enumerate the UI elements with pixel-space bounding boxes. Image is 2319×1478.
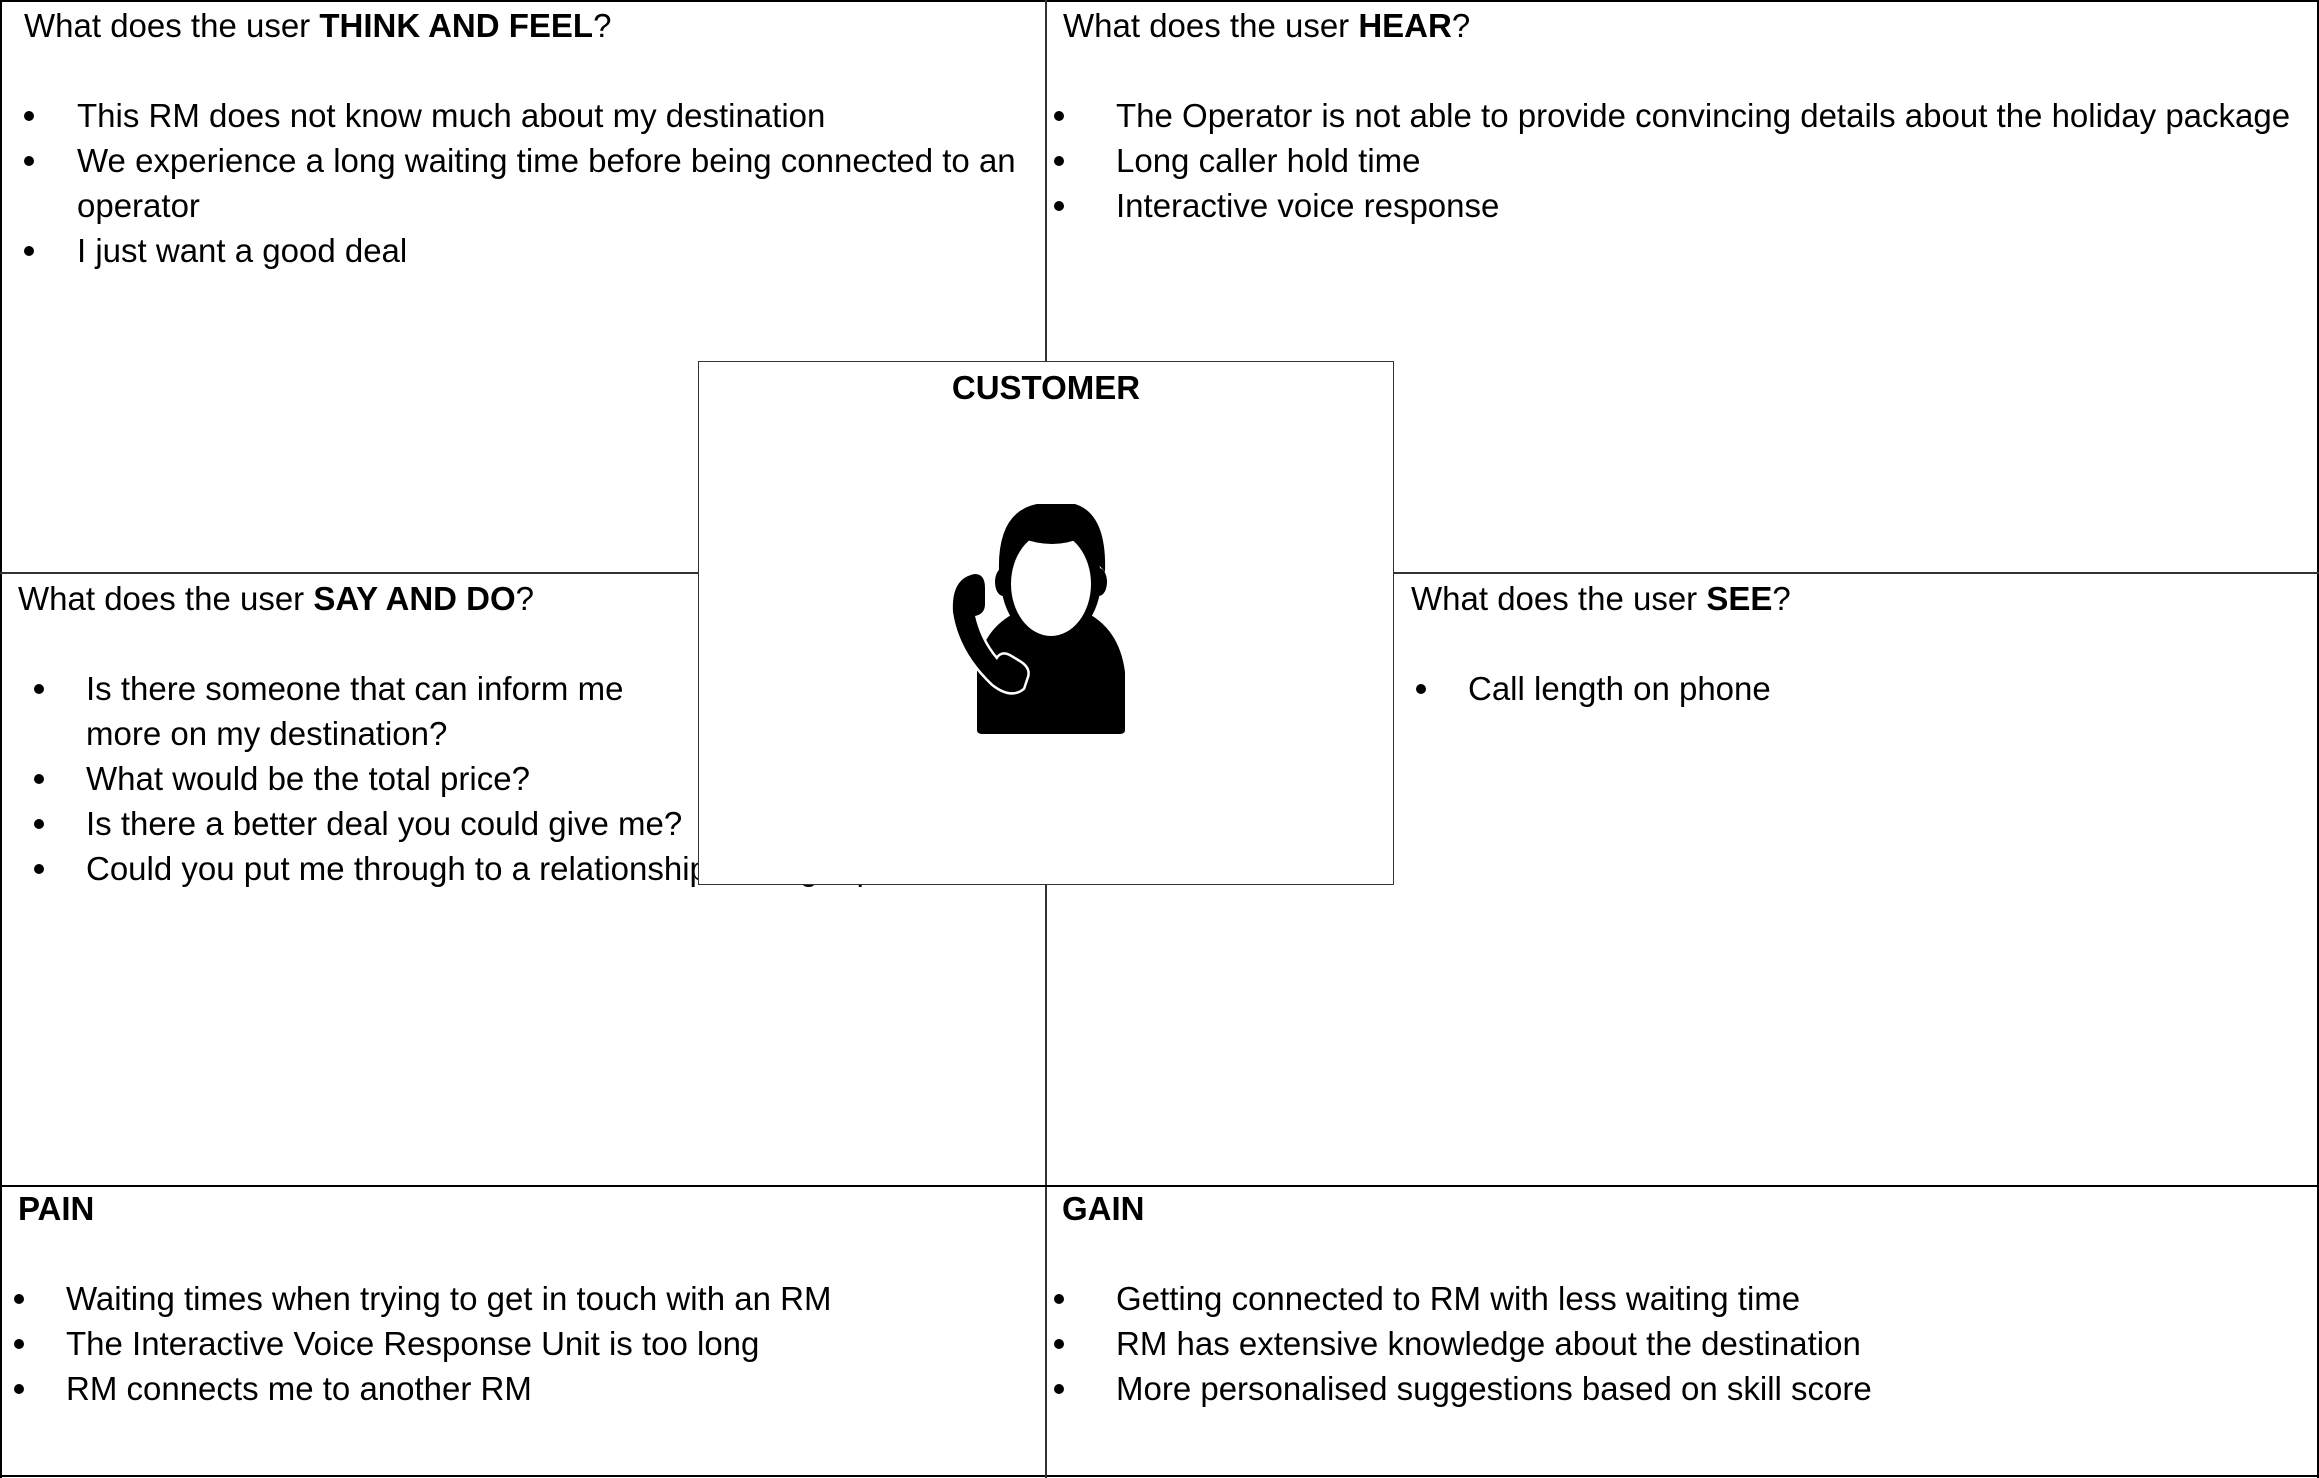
divider-horizontal-bottom xyxy=(0,1185,2319,1187)
list-item: This RM does not know much about my dest… xyxy=(24,93,1034,138)
list-item: Is there a better deal you could give me… xyxy=(34,801,706,846)
border-left xyxy=(0,0,2,1478)
hear-heading: What does the user HEAR? xyxy=(1063,7,1471,44)
gain-section: GAIN Getting connected to RM with less w… xyxy=(1054,1186,2312,1411)
list-item: RM connects me to another RM xyxy=(14,1366,1028,1411)
list-item: I just want a good deal xyxy=(24,228,1034,273)
gain-heading: GAIN xyxy=(1062,1190,1145,1227)
list-item: Interactive voice response xyxy=(1054,183,2312,228)
list-item: What would be the total price? xyxy=(34,756,706,801)
list-item: We experience a long waiting time before… xyxy=(24,138,1034,228)
customer-box: CUSTOMER xyxy=(698,361,1394,885)
pain-list: Waiting times when trying to get in touc… xyxy=(14,1276,1028,1411)
see-section: What does the user SEE? Call length on p… xyxy=(1411,576,2301,711)
list-item: The Interactive Voice Response Unit is t… xyxy=(14,1321,1028,1366)
gain-list: Getting connected to RM with less waitin… xyxy=(1054,1276,2312,1411)
hear-list: The Operator is not able to provide conv… xyxy=(1054,93,2312,228)
list-item: Getting connected to RM with less waitin… xyxy=(1054,1276,2312,1321)
hear-section: What does the user HEAR? The Operator is… xyxy=(1054,3,2312,228)
list-item: Waiting times when trying to get in touc… xyxy=(14,1276,1028,1321)
list-item: More personalised suggestions based on s… xyxy=(1054,1366,2312,1411)
pain-heading: PAIN xyxy=(18,1190,95,1227)
pain-section: PAIN Waiting times when trying to get in… xyxy=(14,1186,1028,1411)
list-item: Call length on phone xyxy=(1416,666,2301,711)
list-item: Long caller hold time xyxy=(1054,138,2312,183)
see-list: Call length on phone xyxy=(1416,666,2301,711)
see-heading: What does the user SEE? xyxy=(1411,580,1791,617)
border-bottom xyxy=(0,1475,2319,1477)
say-and-do-heading: What does the user SAY AND DO? xyxy=(18,580,535,617)
border-right xyxy=(2317,0,2319,1478)
list-item: RM has extensive knowledge about the des… xyxy=(1054,1321,2312,1366)
think-and-feel-list: This RM does not know much about my dest… xyxy=(24,93,1034,273)
border-top xyxy=(0,0,2319,2)
think-and-feel-heading: What does the user THINK AND FEEL? xyxy=(24,7,612,44)
think-and-feel-section: What does the user THINK AND FEEL? This … xyxy=(24,3,1034,273)
list-item: Is there someone that can inform me more… xyxy=(34,666,706,756)
customer-title: CUSTOMER xyxy=(951,369,1141,406)
customer-phone-icon xyxy=(950,504,1125,734)
list-item: The Operator is not able to provide conv… xyxy=(1054,93,2312,138)
